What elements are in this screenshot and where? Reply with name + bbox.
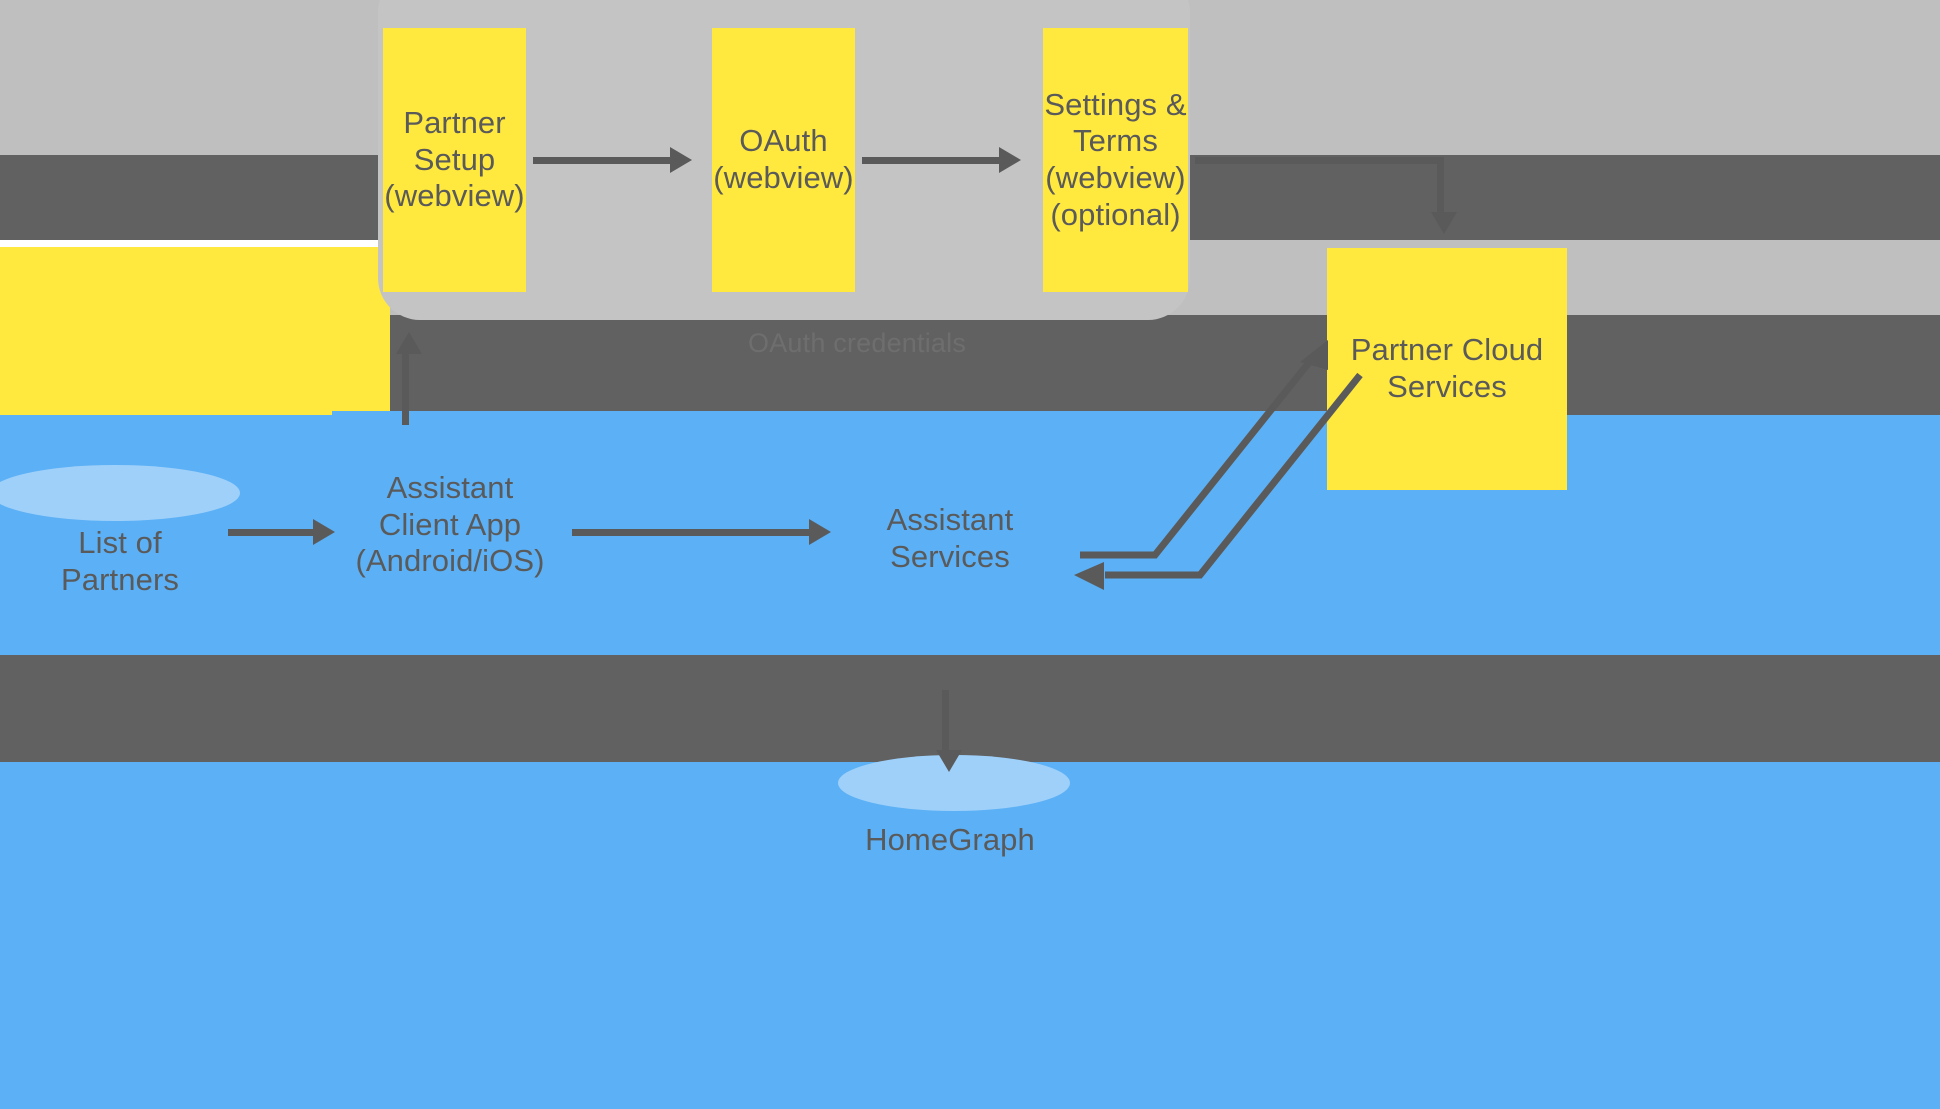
arrow-partner-cloud-to-services: [1074, 372, 1363, 590]
arrow-services-to-homegraph-line: [942, 690, 949, 760]
cylinder-bottom: [838, 851, 1070, 907]
arrow-settings-to-partner-cloud-vertical: [1437, 157, 1444, 217]
node-label-assistant-services: Assistant Services: [886, 502, 1014, 574]
cylinder-bottom: [0, 567, 240, 623]
assistant-layer-block: [332, 411, 1440, 655]
card-oauth[interactable]: OAuth (webview): [712, 28, 855, 292]
card-partner-setup[interactable]: Partner Setup (webview): [383, 28, 526, 292]
arrow-oauth-to-settings-line: [862, 157, 1002, 164]
arrow-head-up-right-icon: [1300, 340, 1328, 370]
node-label-list-of-partners: List of Partners: [61, 525, 179, 597]
arrow-services-to-partner-cloud: [1080, 340, 1328, 559]
list-of-partners-cylinder: [0, 465, 240, 623]
arrow-settings-to-partner-cloud-head-icon: [1431, 212, 1457, 234]
arrow-settings-to-partner-cloud-line: [1195, 157, 1443, 164]
arrow-services-to-homegraph-head-icon: [936, 750, 962, 772]
arrow-partner-setup-to-oauth-head-icon: [670, 147, 692, 173]
node-label-homegraph: HomeGraph: [865, 822, 1035, 857]
node-label-assistant-client-app: Assistant Client App (Android/iOS): [355, 470, 545, 579]
background-band-dark-lower: [0, 655, 1940, 762]
arrow-list-to-client-line: [228, 529, 316, 536]
card-settings-and-terms[interactable]: Settings & Terms (webview) (optional): [1043, 28, 1188, 292]
arrow-client-to-services-head-icon: [809, 519, 831, 545]
arrow-list-to-client-head-icon: [313, 519, 335, 545]
homegraph-cylinder: [838, 755, 1070, 907]
arrow-oauth-to-settings-head-icon: [999, 147, 1021, 173]
cylinder-top: [0, 465, 240, 521]
arrow-client-to-webview-head-icon: [396, 332, 422, 354]
arrow-partner-setup-to-oauth-line: [533, 157, 673, 164]
arrow-client-to-webview-line: [402, 350, 409, 425]
arrow-head-down-left-icon: [1074, 562, 1104, 590]
arrow-client-to-services-line: [572, 529, 812, 536]
edge-label-oauth-credentials: OAuth credentials: [748, 328, 967, 358]
diagonal-arrows-group: [1074, 340, 1363, 590]
background-band-dark-mid: [390, 315, 1940, 415]
card-partner-cloud-services[interactable]: Partner Cloud Services: [1327, 248, 1567, 490]
